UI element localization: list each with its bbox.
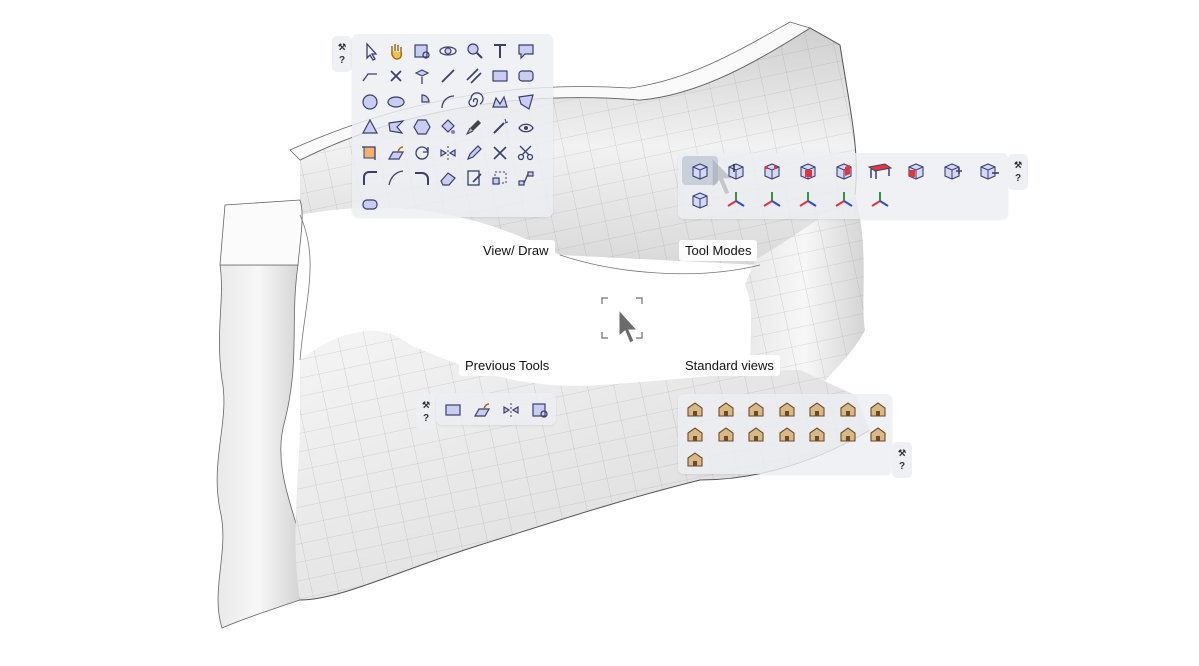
tool-rectangle-icon[interactable] xyxy=(487,64,513,90)
mode-cube-gear-icon[interactable] xyxy=(682,185,718,214)
view-iso-8-icon[interactable] xyxy=(680,446,711,471)
mode-axes-frame-icon[interactable] xyxy=(826,185,862,214)
tool-circle-icon[interactable] xyxy=(357,89,383,115)
tool-pie-icon[interactable] xyxy=(409,89,435,115)
cursor-target-icon xyxy=(601,297,643,344)
mode-cube-plus-icon[interactable] xyxy=(934,156,970,185)
tool-modes-grid xyxy=(682,156,1006,214)
tool-push-pull-icon[interactable] xyxy=(383,140,409,166)
standard-views-label: Standard views xyxy=(679,355,780,376)
view-draw-label: View/ Draw xyxy=(477,240,555,261)
mode-cube-minus-icon[interactable] xyxy=(970,156,1006,185)
previous-tools-side-bar: ⚒ ? xyxy=(416,394,436,430)
tool-ellipse-icon[interactable] xyxy=(383,89,409,115)
tool-zoom-window-icon[interactable] xyxy=(409,38,435,64)
view-iso-5-icon[interactable] xyxy=(802,421,833,446)
view-iso-7-icon[interactable] xyxy=(863,421,894,446)
tool-eye-arrow-icon[interactable] xyxy=(513,115,539,141)
tool-pan-hand-icon[interactable] xyxy=(383,38,409,64)
tool-zoom-icon[interactable] xyxy=(461,38,487,64)
tool-spiral-icon[interactable] xyxy=(461,89,487,115)
tool-polygon-shape-icon[interactable] xyxy=(513,89,539,115)
tool-scissors-icon[interactable] xyxy=(513,140,539,166)
view-iso-3-icon[interactable] xyxy=(741,421,772,446)
view-iso-2-icon[interactable] xyxy=(711,421,742,446)
tool-zigzag-icon[interactable] xyxy=(487,89,513,115)
wrench-icon[interactable]: ⚒ xyxy=(897,448,907,458)
previous-zoom-window-icon[interactable] xyxy=(525,396,554,423)
tool-brush-icon[interactable] xyxy=(461,115,487,141)
tool-arc-icon[interactable] xyxy=(435,89,461,115)
tool-select-arrow-icon[interactable] xyxy=(357,38,383,64)
tool-pen-icon[interactable] xyxy=(461,140,487,166)
view-view-top-dark-icon[interactable] xyxy=(711,396,742,421)
mode-cube-red-split-icon[interactable] xyxy=(898,156,934,185)
help-icon[interactable]: ? xyxy=(338,55,346,66)
previous-mirror-icon[interactable] xyxy=(496,396,525,423)
tool-eraser-icon[interactable] xyxy=(435,166,461,192)
mode-cube-red-corners-icon[interactable] xyxy=(754,156,790,185)
tool-rounded-rectangle-icon[interactable] xyxy=(513,64,539,90)
mode-cube-arrow-blue-icon[interactable] xyxy=(718,156,754,185)
help-icon[interactable]: ? xyxy=(1014,173,1022,184)
tool-dashed-box-icon[interactable] xyxy=(487,166,513,192)
help-icon[interactable]: ? xyxy=(898,461,906,472)
previous-tools-grid xyxy=(438,396,554,423)
tool-delete-x-icon[interactable] xyxy=(383,64,409,90)
mode-axes-y-icon[interactable] xyxy=(754,185,790,214)
previous-rectangle-icon[interactable] xyxy=(438,396,467,423)
tool-line-icon[interactable] xyxy=(435,64,461,90)
tool-mirror-icon[interactable] xyxy=(435,140,461,166)
tool-polyline-icon[interactable] xyxy=(357,64,383,90)
help-icon[interactable]: ? xyxy=(422,413,430,424)
tool-rotate-icon[interactable] xyxy=(409,140,435,166)
view-view-box-left-icon[interactable] xyxy=(833,396,864,421)
view-iso-4-icon[interactable] xyxy=(772,421,803,446)
tool-curve-icon[interactable] xyxy=(383,166,409,192)
wrench-icon[interactable]: ⚒ xyxy=(337,42,347,52)
view-view-house-front-icon[interactable] xyxy=(772,396,803,421)
tool-paint-bucket-icon[interactable] xyxy=(435,115,461,141)
tool-chevron-icon[interactable] xyxy=(383,115,409,141)
mode-axes-red-icon[interactable] xyxy=(862,185,898,214)
tool-magic-wand-icon[interactable] xyxy=(487,115,513,141)
tool-layers-down-icon[interactable] xyxy=(409,64,435,90)
tool-orbit-icon[interactable] xyxy=(435,38,461,64)
view-iso-1-icon[interactable] xyxy=(680,421,711,446)
tool-speech-bubble-icon[interactable] xyxy=(513,38,539,64)
mode-cube-blue-icon[interactable] xyxy=(682,156,718,185)
tool-modes-label: Tool Modes xyxy=(679,240,758,261)
tool-hexagon-icon[interactable] xyxy=(409,115,435,141)
view-draw-side-bar: ⚒ ? xyxy=(332,36,352,72)
tool-connect-nodes-icon[interactable] xyxy=(513,166,539,192)
standard-views-grid xyxy=(680,396,894,471)
mode-table-red-icon[interactable] xyxy=(862,156,898,185)
tool-edit-doc-icon[interactable] xyxy=(461,166,487,192)
standard-views-side-bar: ⚒ ? xyxy=(892,442,912,478)
tool-parallel-lines-icon[interactable] xyxy=(461,64,487,90)
tool-curve-corner-icon[interactable] xyxy=(409,166,435,192)
tool-cross-knife-icon[interactable] xyxy=(487,140,513,166)
tool-cylinder-tube-icon[interactable] xyxy=(357,191,383,217)
mode-axes-mirror-icon[interactable] xyxy=(790,185,826,214)
previous-tools-label: Previous Tools xyxy=(459,355,556,376)
view-view-house-plan-icon[interactable] xyxy=(741,396,772,421)
view-iso-6-icon[interactable] xyxy=(833,421,864,446)
mode-axes-tri-icon[interactable] xyxy=(718,185,754,214)
view-draw-tool-grid xyxy=(357,38,539,217)
mode-cube-red-side-icon[interactable] xyxy=(826,156,862,185)
view-view-front-frame-icon[interactable] xyxy=(680,396,711,421)
tool-triangle-icon[interactable] xyxy=(357,115,383,141)
tool-fillet-arc-icon[interactable] xyxy=(357,166,383,192)
tool-modes-side-bar: ⚒ ? xyxy=(1008,154,1028,190)
mode-cube-red-face-icon[interactable] xyxy=(790,156,826,185)
tool-text-icon[interactable] xyxy=(487,38,513,64)
previous-push-pull-icon[interactable] xyxy=(467,396,496,423)
view-view-house-back-icon[interactable] xyxy=(863,396,894,421)
tool-crop-square-icon[interactable] xyxy=(357,140,383,166)
view-view-box-right-icon[interactable] xyxy=(802,396,833,421)
wrench-icon[interactable]: ⚒ xyxy=(1013,160,1023,170)
wrench-icon[interactable]: ⚒ xyxy=(421,400,431,410)
